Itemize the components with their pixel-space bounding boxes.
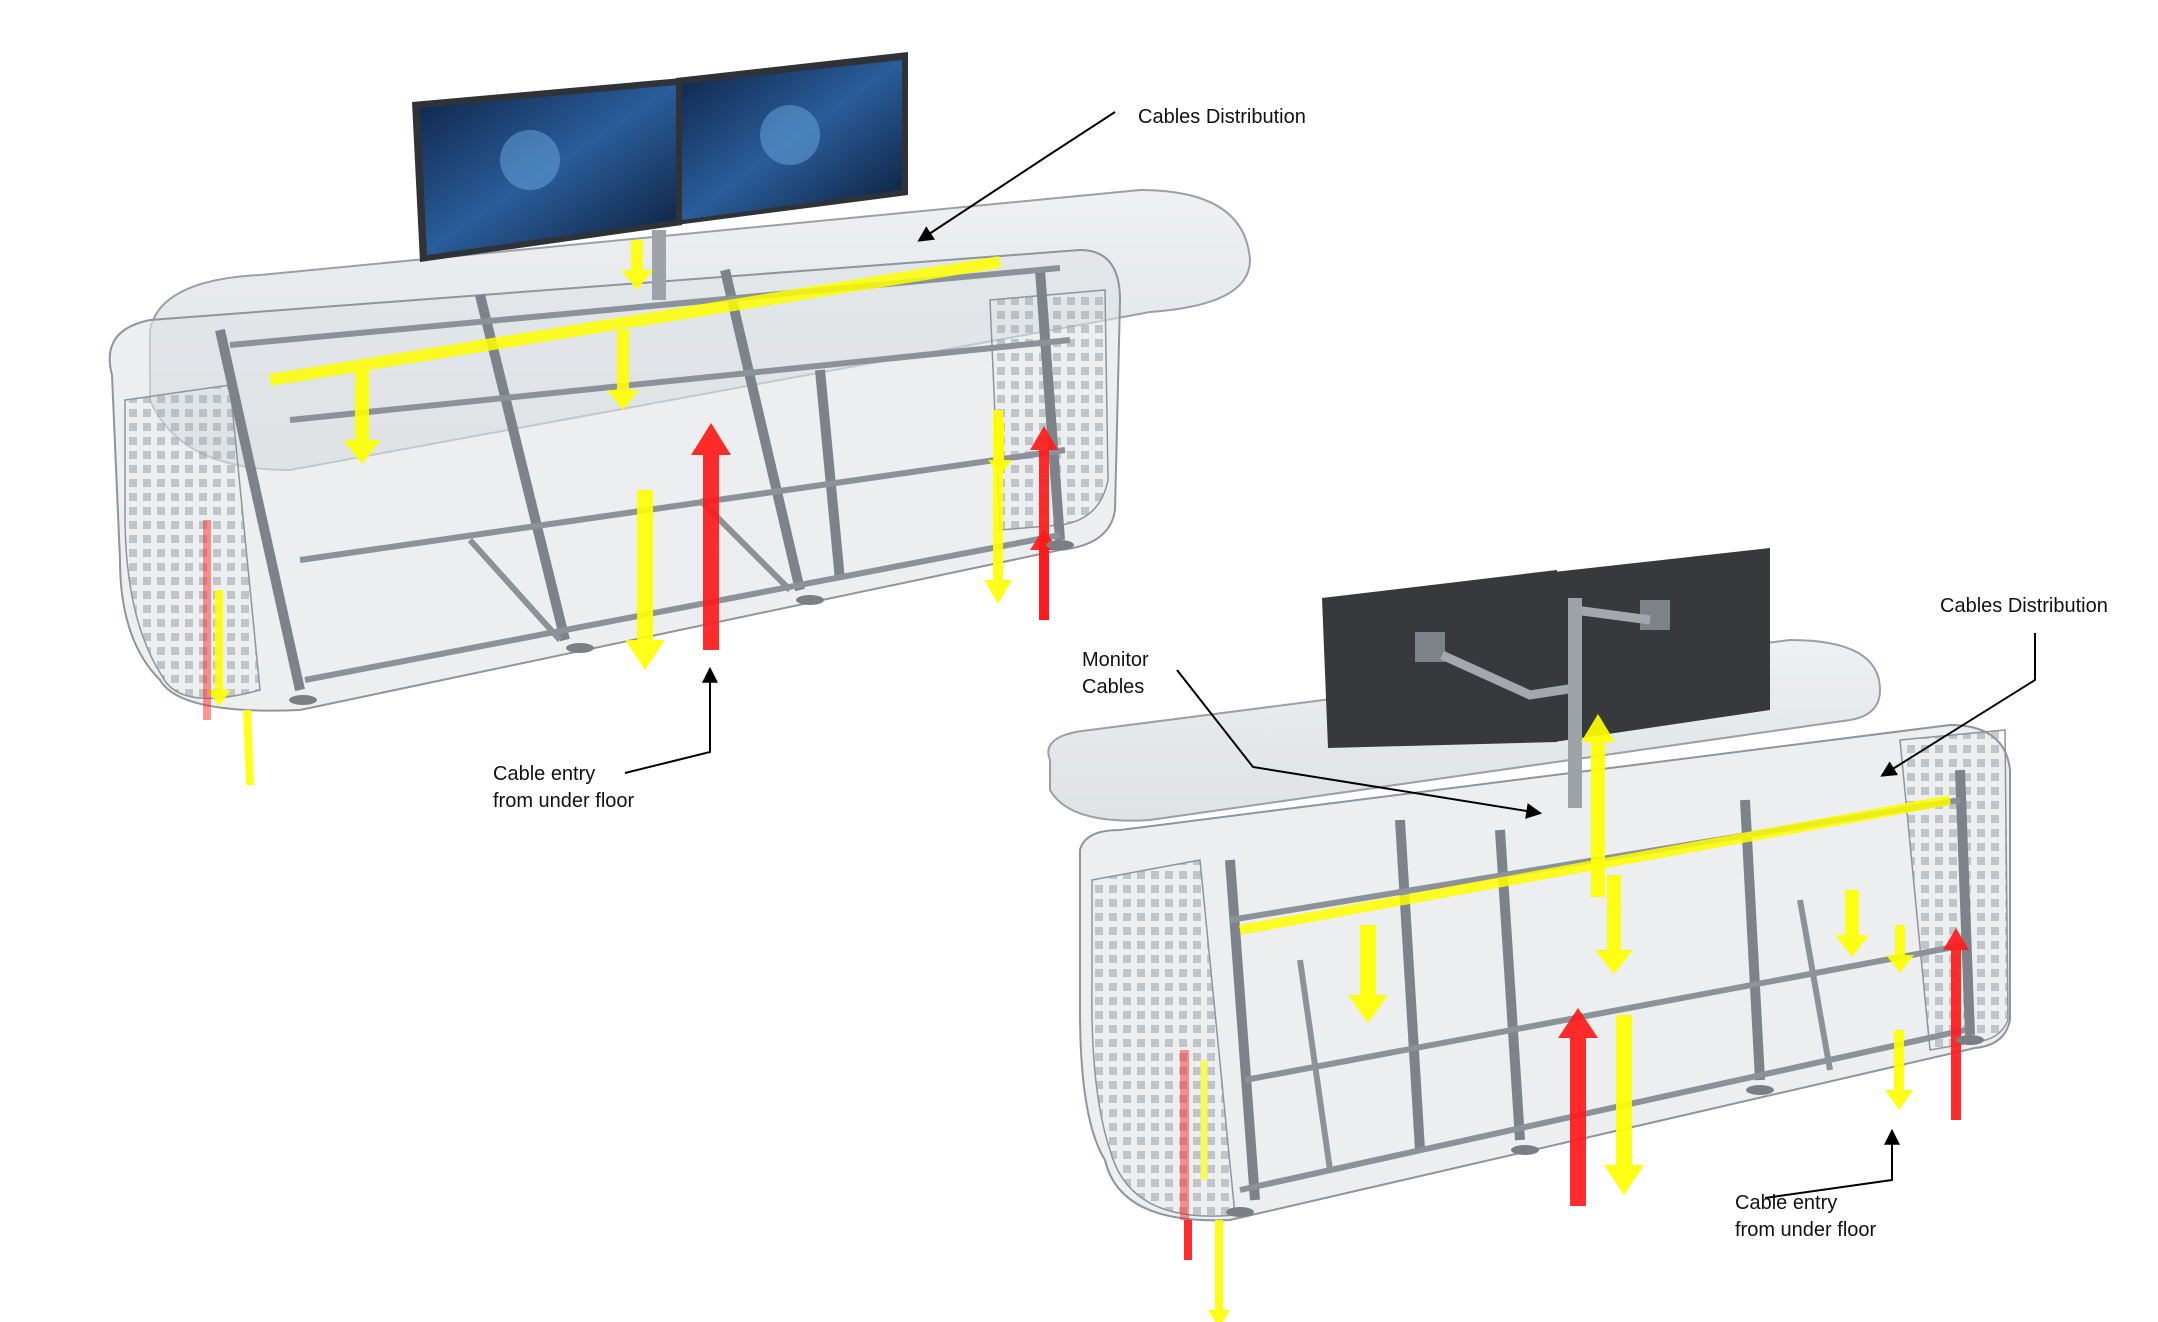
leader-bottom-cables-distribution — [1880, 633, 2036, 777]
data-cable-arrows-bottom — [1200, 714, 1914, 1322]
console-top-left — [108, 52, 1252, 785]
dual-monitor-bottom — [1322, 548, 1770, 808]
perforated-end-panel-left-bottom — [1091, 859, 1236, 1217]
leader-bottom-cable-entry — [1764, 1128, 1900, 1199]
label-bottom-cables-distribution: Cables Distribution — [1940, 595, 2108, 617]
monitor-pole-bottom — [1568, 598, 1582, 808]
power-cable-arrows-bottom — [1180, 928, 1969, 1260]
frame-posts-top — [215, 268, 1065, 692]
power-cable-arrows-top — [203, 423, 1058, 720]
label-top-cable-entry-line2: from under floor — [493, 790, 635, 812]
data-cable-arrows-top — [207, 240, 1012, 785]
dual-monitor-top — [412, 52, 908, 262]
label-top-cables-distribution: Cables Distribution — [1138, 106, 1306, 128]
label-bottom-cable-entry-line2: from under floor — [1735, 1219, 1877, 1241]
label-monitor-cables-line1: Monitor — [1082, 649, 1149, 671]
label-bottom-cable-entry-line1: Cable entry — [1735, 1192, 1837, 1214]
cabinet-body-bottom — [1079, 723, 2011, 1222]
cable-tray-top — [269, 256, 1001, 386]
annotations — [624, 111, 2036, 1199]
console-bottom-right — [1047, 548, 2011, 1322]
leader-top-cable-entry — [624, 666, 718, 774]
label-monitor-cables-line2: Cables — [1082, 676, 1144, 698]
feet-top — [289, 540, 1074, 705]
feet-bottom — [1226, 1035, 1984, 1217]
annotation-labels: Cables Distribution Cable entry from und… — [493, 106, 2108, 1241]
label-top-cable-entry-line1: Cable entry — [493, 763, 595, 785]
leader-top-cables-distribution — [917, 111, 1116, 242]
monitor-pole-top — [652, 230, 666, 300]
frame-posts-bottom — [1225, 769, 1975, 1201]
perforated-end-panel-left — [124, 384, 261, 700]
leader-monitor-cables — [1176, 669, 1543, 819]
